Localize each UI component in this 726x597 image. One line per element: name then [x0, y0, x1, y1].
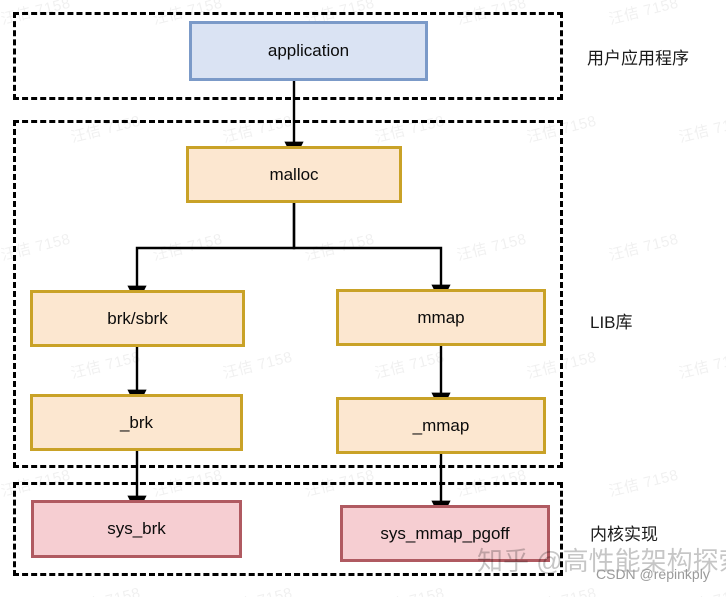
layer-container-lib [13, 120, 563, 468]
tiled-watermark-text: 汪佶 7158 [677, 582, 726, 597]
tiled-watermark-text: 汪佶 7158 [677, 112, 726, 147]
layer-container-user [13, 12, 563, 100]
layer-label-kernel: 内核实现 [590, 525, 658, 544]
node-application[interactable]: application [189, 21, 428, 81]
layer-label-lib: LIB库 [590, 313, 633, 332]
tiled-watermark-text: 汪佶 7158 [607, 0, 681, 29]
layer-container-kernel [13, 482, 563, 576]
node-mmap[interactable]: mmap [336, 289, 546, 346]
node-label: sys_mmap_pgoff [380, 523, 510, 543]
node-_brk[interactable]: _brk [30, 394, 243, 451]
node-brk_sbrk[interactable]: brk/sbrk [30, 290, 245, 347]
tiled-watermark-text: 汪佶 7158 [373, 582, 447, 597]
node-label: mmap [417, 307, 465, 327]
tiled-watermark-text: 汪佶 7158 [607, 466, 681, 501]
node-label: malloc [269, 164, 319, 184]
node-label: sys_brk [107, 519, 166, 538]
tiled-watermark-text: 汪佶 7158 [69, 582, 143, 597]
tiled-watermark-text: 汪佶 7158 [525, 582, 599, 597]
node-_mmap[interactable]: _mmap [336, 397, 546, 454]
node-label: application [267, 41, 350, 60]
node-label: _brk [119, 412, 154, 432]
zhihu-attribution-watermark: 知乎 @高性能架构探索 [477, 546, 726, 576]
layer-label-user: 用户应用程序 [587, 49, 689, 68]
tiled-watermark-text: 汪佶 7158 [677, 348, 726, 383]
node-label: _mmap [412, 415, 470, 435]
node-sys_brk[interactable]: sys_brk [31, 500, 242, 558]
csdn-attribution-watermark: CSDN @repinkply [596, 566, 710, 582]
tiled-watermark-text: 汪佶 7158 [607, 230, 681, 265]
node-label: brk/sbrk [107, 308, 168, 328]
tiled-watermark-text: 汪佶 7158 [221, 582, 295, 597]
node-malloc[interactable]: malloc [186, 146, 402, 203]
